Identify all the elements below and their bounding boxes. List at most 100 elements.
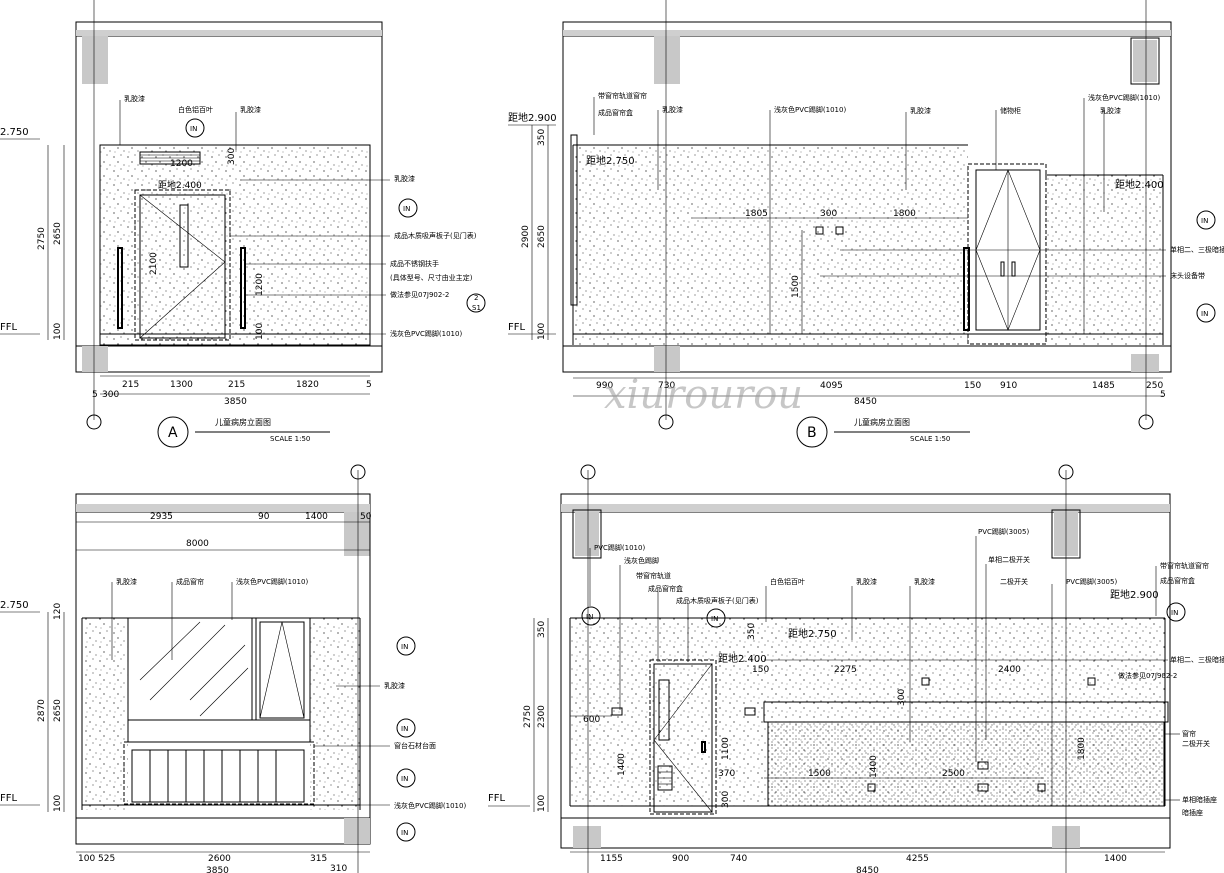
note-b5: 储物柜 <box>1000 106 1021 115</box>
note-d7: 乳胶漆 <box>914 577 935 586</box>
hdim-1805: 1805 <box>745 209 768 219</box>
bdim-150: 150 <box>964 381 981 391</box>
level-ffl: FFL <box>0 322 18 333</box>
note-c5: 浅灰色PVC踢脚(1010) <box>394 801 466 810</box>
note-a2: 乳胶漆 <box>240 105 261 114</box>
note-b8: 单相二、三极暗插座 <box>1170 245 1224 254</box>
bdim-c-310: 310 <box>330 864 347 873</box>
note-d19: 暗插座 <box>1182 808 1203 817</box>
note-d12: 带窗帘轨道窗帘 <box>1160 561 1209 570</box>
level-top-d: 距地2.900 <box>1110 588 1159 601</box>
note-c3: 乳胶漆 <box>384 681 405 690</box>
bdim-c-2600: 2600 <box>208 854 231 864</box>
index-tag-a0: IN <box>190 125 197 133</box>
view-scale-a: SCALE 1:50 <box>270 435 310 443</box>
vdim-2900: 2900 <box>521 225 531 248</box>
note-d1: 浅灰色踢脚 <box>624 556 659 565</box>
bdim-d-1400: 1400 <box>1104 854 1127 864</box>
vdim-d-370: 370 <box>718 769 735 779</box>
bdim-c-525: 525 <box>98 854 115 864</box>
top-dim: 1200 <box>170 159 193 169</box>
view-title-a: 儿童病房立面图 <box>215 417 271 427</box>
index-tag-b1: IN <box>1201 310 1208 318</box>
bdim-d-900: 900 <box>672 854 689 864</box>
note-b9: 床头设备带 <box>1170 271 1205 280</box>
vdim-1500: 1500 <box>791 275 801 298</box>
bdim-1300: 1300 <box>170 380 193 390</box>
vdim-2650-c: 2650 <box>53 699 63 722</box>
total-dim-a: 3850 <box>224 397 247 407</box>
note-b6: 浅灰色PVC踢脚(1010) <box>1088 93 1160 102</box>
door-vision-panel <box>179 204 189 268</box>
vdim-350: 350 <box>537 129 547 146</box>
wall-panel <box>768 722 1164 806</box>
bdim-1485: 1485 <box>1092 381 1115 391</box>
tdim-90: 90 <box>258 512 270 522</box>
note-d2: 带窗帘轨道 <box>636 571 671 580</box>
note-d18: 单相暗插座 <box>1182 795 1217 804</box>
vdim-100-c: 100 <box>53 795 63 812</box>
view-label-bubble <box>157 416 189 448</box>
vdim-d-300: 300 <box>897 689 907 706</box>
vdim-d-2300: 2300 <box>537 705 547 728</box>
note-d15: 做法参见07J902-2 <box>1118 671 1177 680</box>
vdim-2650: 2650 <box>53 222 63 245</box>
ceiling-band <box>76 30 382 36</box>
note-d6: 乳胶漆 <box>856 577 877 586</box>
level-door: 距地2.400 <box>158 179 202 191</box>
vdim-d-1400: 1400 <box>617 753 627 776</box>
vdim-d-1800: 1800 <box>1077 737 1087 760</box>
index-bubble <box>185 118 205 138</box>
level-door-d: 距地2.400 <box>718 652 767 665</box>
total-dim-d: 8450 <box>856 866 879 873</box>
bdim-1820: 1820 <box>296 380 319 390</box>
wall-finish <box>100 145 370 345</box>
bdim-extra-5: 5 <box>92 390 98 400</box>
bdim-c-100: 100 <box>78 854 95 864</box>
index-tag-c1: IN <box>401 725 408 733</box>
vdim-d-1100: 1100 <box>721 737 731 760</box>
elevation-b: 1805 300 1800 1500 距地2.900 距地2.750 距地2.4… <box>508 0 1224 448</box>
hdim-1800: 1800 <box>893 209 916 219</box>
vdim-d-350b: 350 <box>747 623 757 640</box>
view-scale-b: SCALE 1:50 <box>910 435 950 443</box>
column-top <box>82 36 108 84</box>
vdim-2100: 2100 <box>149 252 159 275</box>
tdim-50: 50 <box>360 512 372 522</box>
bdim-5-b: 5 <box>1160 390 1166 400</box>
hdim-2400: 2400 <box>998 665 1021 675</box>
index-tag-c2: IN <box>401 775 408 783</box>
note-d11: PVC踢脚(3005) <box>1066 577 1117 586</box>
level-mid-d: 距地2.750 <box>788 627 837 640</box>
level-top-c: 2.750 <box>0 600 29 611</box>
bdim-990: 990 <box>596 381 613 391</box>
bdim-c-315: 315 <box>310 854 327 864</box>
note-d4: 成品木质吸声板子(见门表) <box>676 596 759 605</box>
level-ffl-d: FFL <box>488 793 506 804</box>
vdim-2870: 2870 <box>37 699 47 722</box>
bdim-250: 250 <box>1146 381 1163 391</box>
index-tag-d2: IN <box>1171 609 1178 617</box>
vdim-100: 100 <box>53 323 63 340</box>
note-d3: 成品窗帘盒 <box>648 584 683 593</box>
note-c2: 浅灰色PVC踢脚(1010) <box>236 577 308 586</box>
bdim-d-740: 740 <box>730 854 747 864</box>
level-top-b: 距地2.900 <box>508 111 557 124</box>
index-tag-a2: 2 <box>474 294 478 302</box>
level-ffl-c: FFL <box>0 793 18 804</box>
level-top: 2.750 <box>0 127 29 138</box>
bdim-d-1155: 1155 <box>600 854 623 864</box>
note-a5: 成品不锈钢扶手 <box>390 259 439 268</box>
window-sill-cabinet <box>123 741 315 805</box>
vdim-300: 300 <box>227 148 237 165</box>
view-label-b: B <box>807 425 817 441</box>
vdim-2650-b: 2650 <box>537 225 547 248</box>
bdim-910: 910 <box>1000 381 1017 391</box>
vdim-d-350: 350 <box>537 621 547 638</box>
watermark: xiurourou <box>604 372 803 418</box>
hdim-600: 600 <box>583 715 600 725</box>
vdim-100-bb: 100 <box>537 323 547 340</box>
column-top <box>654 36 680 84</box>
door-frame <box>134 189 231 341</box>
bdim-d-4255: 4255 <box>906 854 929 864</box>
